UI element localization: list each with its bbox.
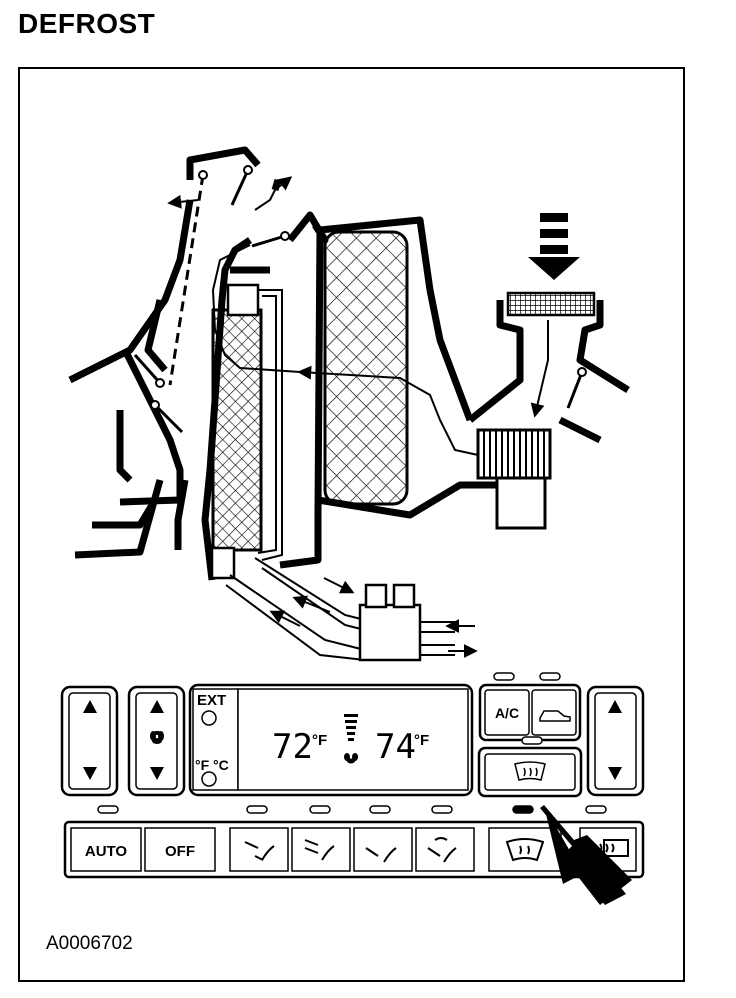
evaporator-core (323, 230, 409, 506)
heater-core (211, 308, 263, 552)
ac-button[interactable] (484, 689, 530, 736)
floor-defrost-mode-button[interactable] (415, 827, 475, 872)
page-title: DEFROST (18, 8, 156, 39)
recirculation-button[interactable] (531, 689, 577, 736)
panel-floor-icon (304, 839, 335, 861)
indicator-lights (97, 672, 607, 814)
ext-label: EXT (197, 692, 226, 709)
defrost-icon (514, 761, 546, 781)
right-temp-display: 74 (375, 727, 416, 767)
floor-vent-icon (365, 847, 397, 863)
passenger-temp-down-icon[interactable] (608, 767, 622, 780)
climate-control-panel: EXT °F °C 72 °F 74 °F A/C (60, 672, 645, 905)
driver-temp-buttons (60, 685, 119, 797)
rear-defrost-icon (599, 839, 629, 857)
ext-indicator (201, 710, 217, 726)
fan-down-icon[interactable] (150, 767, 164, 780)
fan-up-icon[interactable] (150, 700, 164, 713)
driver-temp-down-icon[interactable] (83, 767, 97, 780)
windshield-icon (505, 838, 545, 862)
auto-label: AUTO (85, 843, 128, 860)
ac-label: A/C (495, 705, 519, 721)
units-indicator (201, 771, 217, 787)
auto-button[interactable] (70, 827, 142, 872)
off-label: OFF (165, 843, 195, 860)
driver-temp-up-icon[interactable] (83, 700, 97, 713)
fan-icon (150, 731, 164, 744)
defrost-button[interactable] (484, 753, 576, 791)
figure-frame (18, 67, 685, 982)
right-temp-unit: °F (414, 732, 429, 749)
units-label: °F °C (195, 757, 229, 773)
floor-mode-button[interactable] (353, 827, 413, 872)
off-button[interactable] (144, 827, 216, 872)
panel-floor-mode-button[interactable] (291, 827, 351, 872)
fan-level-bars (344, 714, 358, 741)
passenger-temp-up-icon[interactable] (608, 700, 622, 713)
recirculation-car-icon (539, 710, 571, 722)
display-fan-icon (344, 753, 358, 764)
floor-defrost-icon (427, 837, 457, 863)
defrost-indicator-light (512, 805, 534, 814)
panel-mode-button[interactable] (229, 827, 289, 872)
air-filter (506, 291, 596, 317)
figure-id: A0006702 (46, 933, 133, 954)
panel-vent-icon (244, 841, 275, 861)
fan-speed-buttons (127, 685, 186, 797)
left-temp-display: 72 (272, 727, 313, 767)
windshield-mode-button[interactable] (488, 827, 562, 872)
left-temp-unit: °F (312, 732, 327, 749)
inlet-arrow-icon (528, 213, 580, 280)
passenger-temp-buttons (586, 685, 645, 797)
